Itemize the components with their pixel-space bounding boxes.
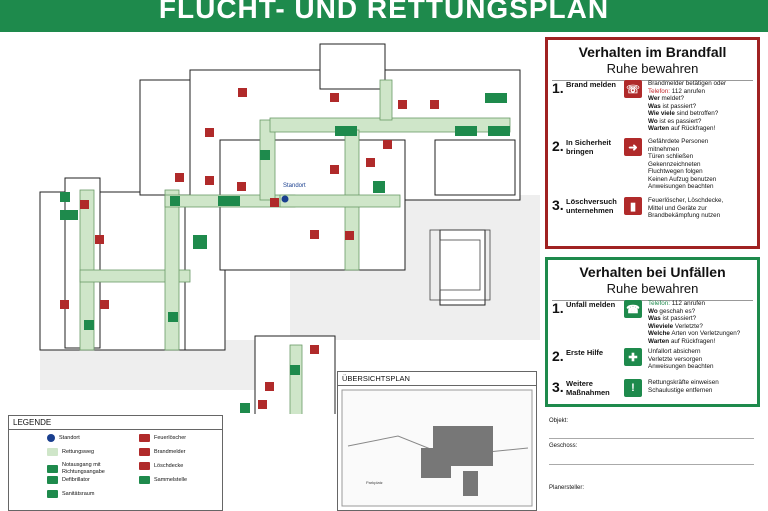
structures: [429, 229, 491, 301]
legend-label: Sanitätsraum: [62, 490, 95, 497]
step-number: 2.: [552, 348, 564, 364]
assembly-point-icon: [139, 476, 150, 484]
creator-label: Planersteller:: [549, 485, 585, 491]
fire-alarm-icon: [139, 448, 150, 456]
legend-label: Standort: [59, 434, 80, 441]
legend-label: Rettungsweg: [62, 448, 95, 455]
step-label: Weitere Maßnahmen: [566, 379, 610, 397]
legend-label: Sammelstelle: [154, 476, 188, 483]
step-label: Erste Hilfe: [566, 348, 604, 357]
legend-item: Notausgang mit Richtungsangabe: [47, 462, 122, 475]
alarm-icon: ☏: [624, 80, 642, 98]
legend-item: Sammelstelle: [139, 476, 187, 484]
legend-item: Feuerlöscher: [139, 434, 186, 442]
accident-panel-header: Verhalten bei Unfällen Ruhe bewahren: [548, 260, 757, 297]
emergency-exit-icon: [47, 464, 58, 473]
legend-label: Feuerlöscher: [154, 434, 187, 441]
accident-panel-title: Verhalten bei Unfällen: [579, 264, 726, 280]
floor-label: Geschoss:: [549, 443, 578, 449]
page-title: FLUCHT- UND RETTUNGSPLAN: [0, 0, 768, 32]
fire-instructions-panel: Verhalten im Brandfall Ruhe bewahren 1.B…: [545, 37, 760, 249]
emergency-exit-icons: [60, 93, 510, 413]
legend-label: Löschdecke: [154, 462, 184, 469]
fire-panel-title: Verhalten im Brandfall: [578, 44, 727, 60]
legend-item: Rettungsweg: [47, 448, 94, 456]
floor-plan: Standort: [39, 43, 540, 414]
step-text: Feuerlöscher, Löschdecke,Mittel und Gerä…: [648, 197, 724, 219]
step-label: Unfall melden: [566, 300, 616, 309]
accident-panel-subtitle: Ruhe bewahren: [606, 281, 699, 296]
legend-label: Notausgang mit Richtungsangabe: [62, 462, 105, 475]
legend-item: Löschdecke: [139, 462, 183, 470]
legend-item: Brandmelder: [139, 448, 186, 456]
legend-title: LEGENDE: [9, 416, 222, 430]
svg-text:Parkplatz: Parkplatz: [366, 480, 383, 485]
fire-blanket-icon: [139, 462, 150, 470]
step-label: Löschversuch unternehmen: [566, 197, 617, 215]
fire-panel-header: Verhalten im Brandfall Ruhe bewahren: [548, 40, 757, 77]
location-dot-icon: [47, 434, 55, 442]
overview-title: ÜBERSICHTSPLAN: [338, 372, 536, 386]
legend-item: Sanitätsraum: [47, 490, 94, 498]
defibrillator-icon: [47, 476, 58, 484]
step-label: In Sicherheit bringen: [566, 138, 612, 156]
escape-route-icon: [47, 448, 58, 456]
legend-item: Standort: [47, 434, 80, 442]
accident-instructions-panel: Verhalten bei Unfällen Ruhe bewahren 1.U…: [545, 257, 760, 407]
standort-marker: [281, 195, 289, 203]
step-number: 3.: [552, 197, 564, 213]
standort-label: Standort: [283, 183, 306, 189]
overview-drawing: Parkplatz: [341, 389, 533, 507]
legend-label: Defibrillator: [62, 476, 90, 483]
legend-label: Brandmelder: [154, 448, 186, 455]
exit-icon: ➜: [624, 138, 642, 156]
legend-item: Defibrillator: [47, 476, 90, 484]
step-number: 1.: [552, 300, 564, 316]
extinguisher-icon: [139, 434, 150, 442]
step-label: Brand melden: [566, 80, 617, 89]
phone-icon: ☎: [624, 300, 642, 318]
step-number: 1.: [552, 80, 564, 96]
overview-map: ÜBERSICHTSPLAN Parkplatz: [337, 371, 537, 511]
object-label: Objekt:: [549, 418, 569, 424]
first-aid-room-icon: [47, 490, 58, 498]
extinguisher-icon: ▮: [624, 197, 642, 215]
first-aid-icon: ✚: [624, 348, 642, 366]
step-number: 2.: [552, 138, 564, 154]
fire-extinguisher-icons: [60, 88, 439, 409]
fire-panel-subtitle: Ruhe bewahren: [606, 61, 699, 76]
info-icon: !: [624, 379, 642, 397]
step-number: 3.: [552, 379, 564, 395]
